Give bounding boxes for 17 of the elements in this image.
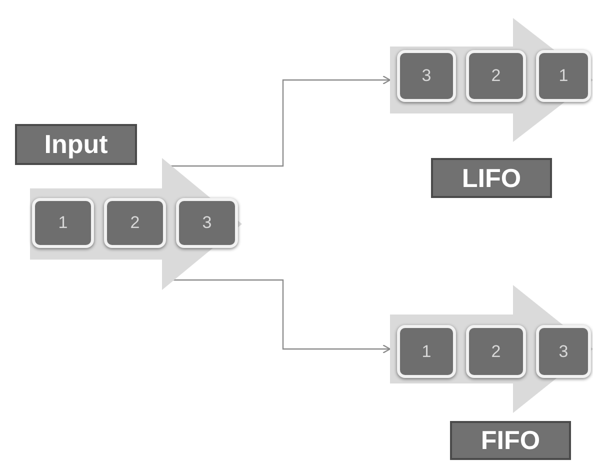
number-box: 3: [397, 50, 456, 102]
number-box: 3: [176, 198, 238, 248]
label-box: Input: [15, 124, 137, 165]
number-box: 1: [32, 198, 94, 248]
number-box: 3: [536, 325, 591, 378]
arrow-shape: [390, 285, 593, 413]
number-box: 1: [397, 325, 456, 378]
number-box: 2: [466, 50, 526, 102]
connector-arrow: [173, 279, 391, 354]
label-box: LIFO: [431, 158, 552, 198]
connector-arrow: [170, 75, 391, 167]
label-box: FIFO: [450, 421, 571, 460]
number-box: 2: [104, 198, 166, 248]
number-box: 1: [536, 50, 591, 102]
number-box: 2: [466, 325, 526, 378]
arrow-shape: [390, 18, 593, 142]
arrow-shape: [30, 158, 242, 290]
